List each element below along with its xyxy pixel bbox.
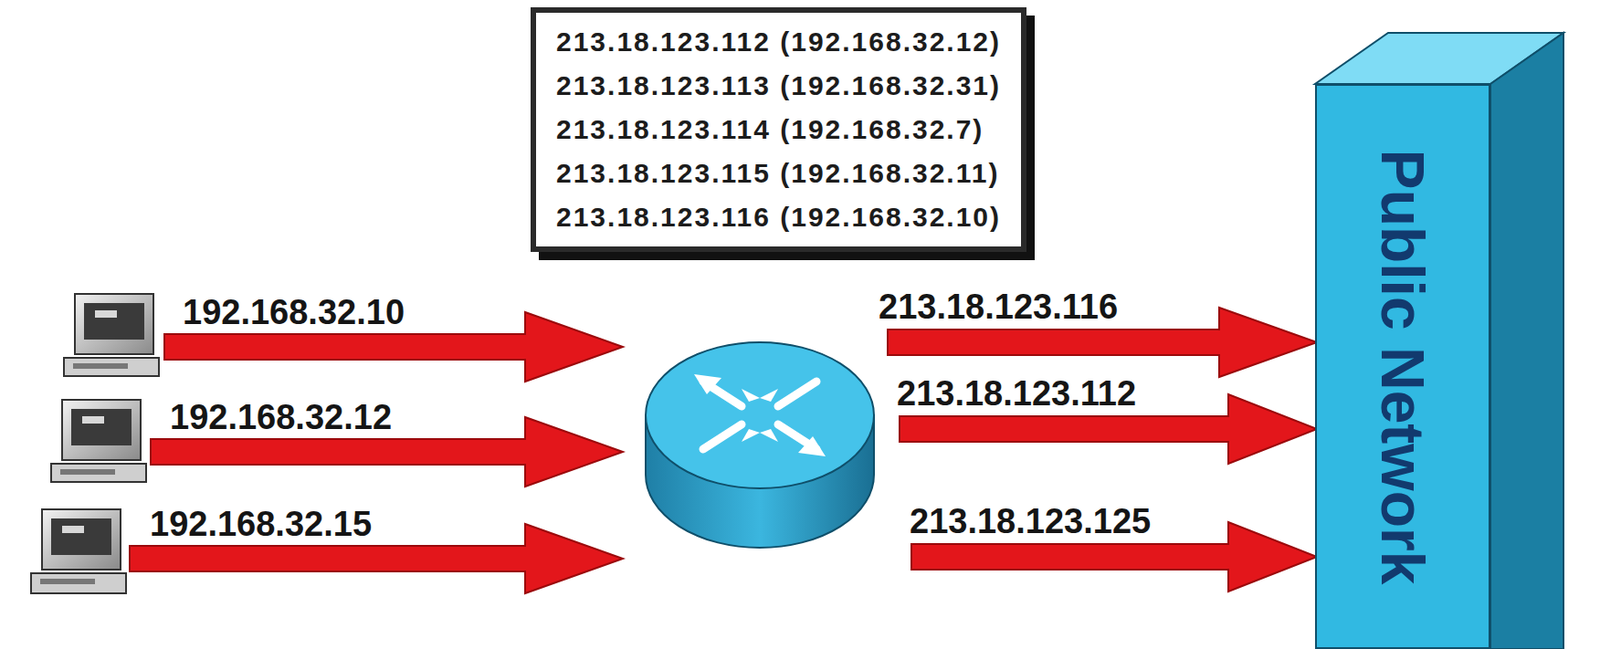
table-row: 213.18.123.114 (192.168.32.7): [556, 107, 1001, 152]
table-row: 213.18.123.116 (192.168.32.10): [556, 195, 1001, 240]
computer-icon: [51, 400, 147, 483]
computer-icon: [31, 509, 127, 594]
router-symbol: [645, 342, 874, 548]
table-row: 213.18.123.112 (192.168.32.12): [556, 20, 1001, 64]
ip-address-label: 213.18.123.116: [878, 288, 1118, 327]
network-box-side: [1490, 32, 1564, 649]
ip-address-label: 213.18.123.112: [896, 375, 1137, 414]
ip-address-label: 192.168.32.10: [182, 294, 405, 333]
computer-icon: [63, 294, 159, 377]
ip-address-label: 192.168.32.12: [169, 399, 392, 438]
table-row: 213.18.123.115 (192.168.32.11): [556, 151, 1001, 196]
ip-address-label: 192.168.32.15: [149, 505, 372, 545]
public-network-box: Public Network: [1315, 84, 1491, 649]
ip-address-label: 213.18.123.125: [909, 503, 1151, 542]
nat-table: 213.18.123.112 (192.168.32.12)213.18.123…: [530, 7, 1027, 253]
table-row: 213.18.123.113 (192.168.32.31): [556, 63, 1001, 108]
node-title: Public Network: [1372, 148, 1433, 585]
